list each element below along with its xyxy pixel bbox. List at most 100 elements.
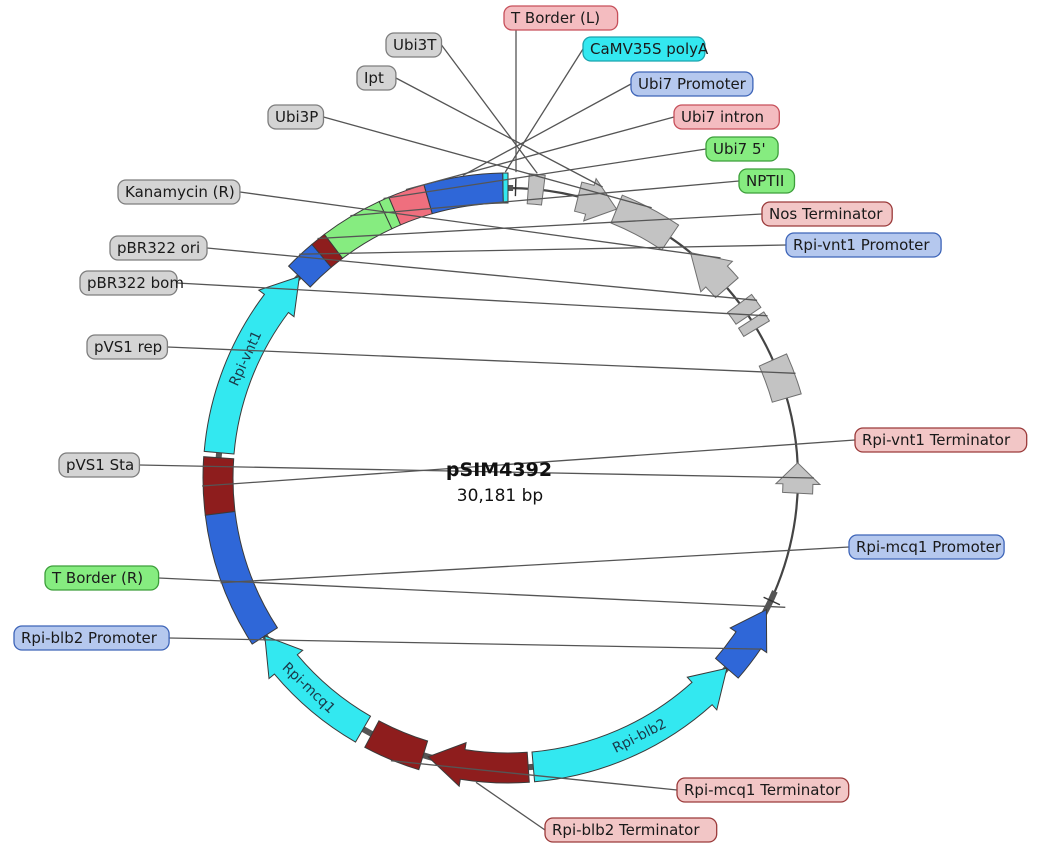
label-pill xyxy=(13,625,170,651)
label-text: pVS1 Sta xyxy=(66,456,134,474)
label-pill xyxy=(58,452,141,478)
leader-line-nptii xyxy=(350,180,740,217)
label-rpi_mcq1_prom[interactable]: Rpi-mcq1 Promoter xyxy=(848,534,1005,560)
label-nptii[interactable]: NPTII xyxy=(738,168,796,194)
feature-rpi_vnt1[interactable] xyxy=(203,275,301,455)
feature-pbr322_ori[interactable] xyxy=(726,293,762,325)
label-pill xyxy=(738,168,796,194)
label-pill xyxy=(109,235,208,261)
label-text: Rpi-vnt1 Promoter xyxy=(793,236,930,254)
label-pvs1_sta[interactable]: pVS1 Sta xyxy=(58,452,141,478)
label-pill xyxy=(673,104,780,130)
leader-line-rpi_vnt1_term xyxy=(202,439,856,487)
label-rpi_blb2_term[interactable]: Rpi-blb2 Terminator xyxy=(544,817,718,843)
leader-line-t_border_r xyxy=(158,577,786,608)
feature-pbr322_bom[interactable] xyxy=(737,311,771,338)
label-pill xyxy=(503,5,619,31)
label-ubi7_promoter[interactable]: Ubi7 Promoter xyxy=(630,71,754,97)
site-marker-t_border_r xyxy=(763,596,781,606)
leader-line-rpi_vnt1_prom xyxy=(299,244,787,255)
label-pill xyxy=(761,201,893,227)
leader-line-pbr322_ori xyxy=(206,247,758,301)
label-text: Rpi-mcq1 Terminator xyxy=(684,781,841,799)
label-t_border_r[interactable]: T Border (R) xyxy=(44,565,160,591)
label-text: Ubi7 Promoter xyxy=(638,75,747,93)
label-ubi3t[interactable]: Ubi3T xyxy=(385,32,443,58)
label-text: Rpi-blb2 Promoter xyxy=(21,629,158,647)
label-pbr322_bom[interactable]: pBR322 bom xyxy=(79,270,184,296)
label-kanamycin[interactable]: Kanamycin (R) xyxy=(117,179,241,205)
label-text: Ubi3P xyxy=(275,108,318,126)
leader-line-ubi3p xyxy=(323,116,652,209)
label-text: Ipt xyxy=(364,69,384,87)
feature-rpi_mcq1_prom[interactable] xyxy=(204,510,279,645)
leader-line-rpi_blb2_term xyxy=(475,781,546,831)
label-text: pBR322 bom xyxy=(87,274,184,292)
label-pill xyxy=(356,65,397,91)
feature-rpi_mcq1_term[interactable] xyxy=(364,720,429,771)
label-text: CaMV35S polyA xyxy=(590,40,709,58)
leader-line-nos_term xyxy=(317,213,763,240)
leader-line-pbr322_bom xyxy=(176,282,768,317)
leader-line-rpi_mcq1_term xyxy=(390,760,678,791)
feature-rpi_blb2_term[interactable] xyxy=(427,741,530,788)
label-rpi_blb2_prom[interactable]: Rpi-blb2 Promoter xyxy=(13,625,170,651)
leader-layer xyxy=(139,30,856,831)
label-pill xyxy=(44,565,160,591)
site-marker-t_border_l xyxy=(514,178,517,197)
feature-kanamycin[interactable] xyxy=(689,251,739,299)
label-pill xyxy=(848,534,1005,560)
label-text: Rpi-vnt1 Terminator xyxy=(862,431,1011,449)
label-text: Ubi7 5' xyxy=(713,140,766,158)
label-pill xyxy=(79,270,178,296)
label-pill xyxy=(630,71,754,97)
label-text: Kanamycin (R) xyxy=(125,183,235,201)
feature-rpi_blb2[interactable] xyxy=(531,667,728,783)
label-text: T Border (R) xyxy=(51,569,143,587)
feature-ubi3p[interactable] xyxy=(610,194,680,251)
label-t_border_l[interactable]: T Border (L) xyxy=(503,5,619,31)
label-text: Rpi-mcq1 Promoter xyxy=(856,538,1002,556)
leader-line-ubi7_promoter xyxy=(462,83,632,176)
label-text: Rpi-blb2 Terminator xyxy=(552,821,700,839)
feature-rpi_mcq1[interactable] xyxy=(264,635,372,743)
label-ubi3p[interactable]: Ubi3P xyxy=(267,104,325,130)
leader-line-ubi3t xyxy=(440,44,538,174)
label-pill xyxy=(705,136,779,162)
label-text: Ubi3T xyxy=(393,36,437,54)
label-pill xyxy=(117,179,241,205)
label-ubi7_intron[interactable]: Ubi7 intron xyxy=(673,104,780,130)
label-nos_term[interactable]: Nos Terminator xyxy=(761,201,893,227)
label-ubi7_5[interactable]: Ubi7 5' xyxy=(705,136,779,162)
label-pill xyxy=(544,817,718,843)
label-pill xyxy=(582,36,706,62)
label-text: Nos Terminator xyxy=(769,205,883,223)
leader-line-pvs1_rep xyxy=(167,346,796,374)
plasmid-size: 30,181 bp xyxy=(457,486,543,506)
feature-pvs1_sta[interactable] xyxy=(774,462,822,495)
feature-rpi_blb2_prom[interactable] xyxy=(714,608,768,679)
leader-line-ubi7_5 xyxy=(383,148,707,200)
leader-line-rpi_blb2_prom xyxy=(169,637,762,650)
label-rpi_vnt1_prom[interactable]: Rpi-vnt1 Promoter xyxy=(785,232,942,258)
label-pill xyxy=(676,777,850,803)
label-pvs1_rep[interactable]: pVS1 rep xyxy=(86,334,169,360)
label-pill xyxy=(86,334,169,360)
label-rpi_mcq1_term[interactable]: Rpi-mcq1 Terminator xyxy=(676,777,850,803)
label-text: pBR322 ori xyxy=(117,239,200,257)
plasmid-name: pSIM4392 xyxy=(446,459,552,481)
feature-ipt[interactable] xyxy=(573,177,618,222)
leader-line-pvs1_sta xyxy=(139,464,815,479)
leader-line-rpi_mcq1_prom xyxy=(220,546,850,584)
label-text: T Border (L) xyxy=(510,9,600,27)
label-text: Ubi7 intron xyxy=(681,108,764,126)
leader-line-kanamycin xyxy=(239,191,721,259)
label-rpi_vnt1_term[interactable]: Rpi-vnt1 Terminator xyxy=(854,427,1028,453)
feature-pvs1_rep[interactable] xyxy=(758,353,802,403)
label-pbr322_ori[interactable]: pBR322 ori xyxy=(109,235,208,261)
label-ipt[interactable]: Ipt xyxy=(356,65,397,91)
label-cam_polyA[interactable]: CaMV35S polyA xyxy=(582,36,709,62)
